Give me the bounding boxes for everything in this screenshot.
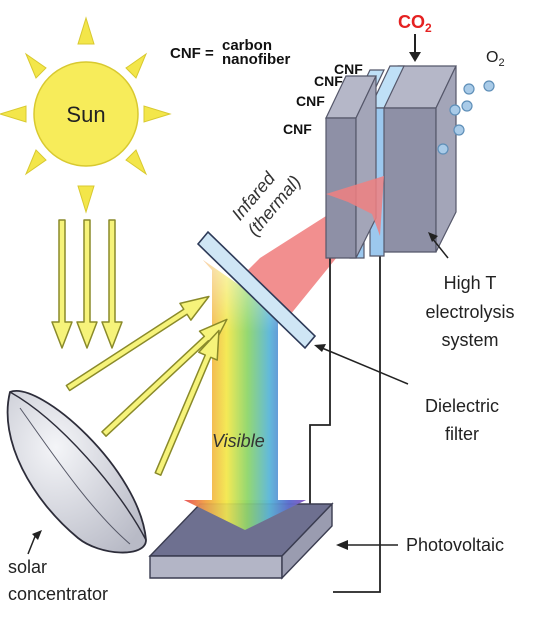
sun-arrow-left (51, 219, 73, 349)
cnf-legend: CNF = carbon nanofiber (170, 37, 290, 68)
cnf-definition-line1: carbon (222, 37, 272, 54)
wire-right (333, 253, 381, 593)
electrolysis-label-line2: electrolysis (425, 302, 514, 322)
sun-label: Sun (66, 102, 105, 127)
cnf-label-4: CNF (283, 121, 312, 137)
sun-arrow-middle (76, 219, 98, 349)
concentrator-pointer-head (32, 530, 42, 540)
concentrated-light-arrows (65, 295, 228, 476)
cnf-definition-line2: nanofiber (222, 51, 290, 68)
dielectric-filter (196, 230, 317, 350)
sun: Sun (0, 16, 172, 214)
dielectric-pointer (321, 347, 409, 385)
dielectric-pointer-head (314, 344, 326, 352)
electrolysis-pointer (431, 237, 449, 259)
circuit-wires (309, 253, 381, 593)
electrolysis-pointer-head (428, 232, 438, 242)
sun-disc (33, 61, 139, 167)
concentrator-label-line2: concentrator (8, 584, 108, 604)
o2-output: O2 (437, 49, 505, 155)
electrolysis-label-line3: system (441, 330, 498, 350)
concentrator-rim (9, 391, 147, 541)
cnf-labels: CNF CNF CNF CNF (283, 61, 363, 137)
infrared-arrow-head (326, 176, 384, 236)
concentrator-dish (6, 390, 147, 554)
pointers (314, 232, 449, 550)
photovoltaic-side (281, 502, 333, 580)
sun-rays (0, 16, 172, 214)
o2-bubble (461, 100, 473, 112)
concentrated-arrow-3 (154, 329, 220, 476)
visible-label: Visible (212, 431, 265, 451)
o2-bubble (483, 80, 495, 92)
wire-left (309, 253, 331, 506)
o2-label: O2 (486, 49, 505, 69)
cnf-label-2: CNF (314, 73, 343, 89)
co2-label: CO2 (398, 12, 432, 35)
cnf-label-3: CNF (296, 93, 325, 109)
sun-arrow-right (101, 219, 123, 349)
solar-concentrator (6, 390, 147, 554)
photovoltaic-panel (148, 502, 334, 580)
photovoltaic-front (149, 555, 283, 579)
o2-bubble (449, 104, 461, 116)
concentrated-arrow-1 (65, 295, 210, 392)
photovoltaic-label: Photovoltaic (406, 535, 504, 555)
o2-bubbles (437, 80, 495, 155)
concentrator-pointer-line (27, 533, 37, 555)
concentrated-arrow-2 (101, 318, 228, 437)
dielectric-label-line1: Dielectric (425, 396, 499, 416)
sunlight-arrows (51, 219, 123, 349)
concentrator-rib (19, 407, 131, 545)
electrolysis-cell (325, 65, 457, 259)
co2-arrow-head (409, 52, 421, 62)
electrolysis-label-line1: High T (444, 273, 497, 293)
cell-plate-back-front (377, 107, 437, 253)
o2-bubble (453, 124, 465, 136)
o2-bubble (437, 143, 449, 155)
cnf-label-1: CNF (334, 61, 363, 77)
photovoltaic-pointer-head (336, 540, 348, 550)
dielectric-label-line2: filter (445, 424, 479, 444)
o2-bubble (463, 83, 475, 95)
visible-spectrum-sheen (203, 260, 278, 500)
visible-beam-tip (184, 500, 306, 530)
co2-input: CO2 (398, 12, 432, 62)
cnf-key: CNF = (170, 45, 214, 62)
concentrator-label-line1: solar (8, 557, 47, 577)
infrared-label: Infared (thermal) (228, 167, 305, 239)
